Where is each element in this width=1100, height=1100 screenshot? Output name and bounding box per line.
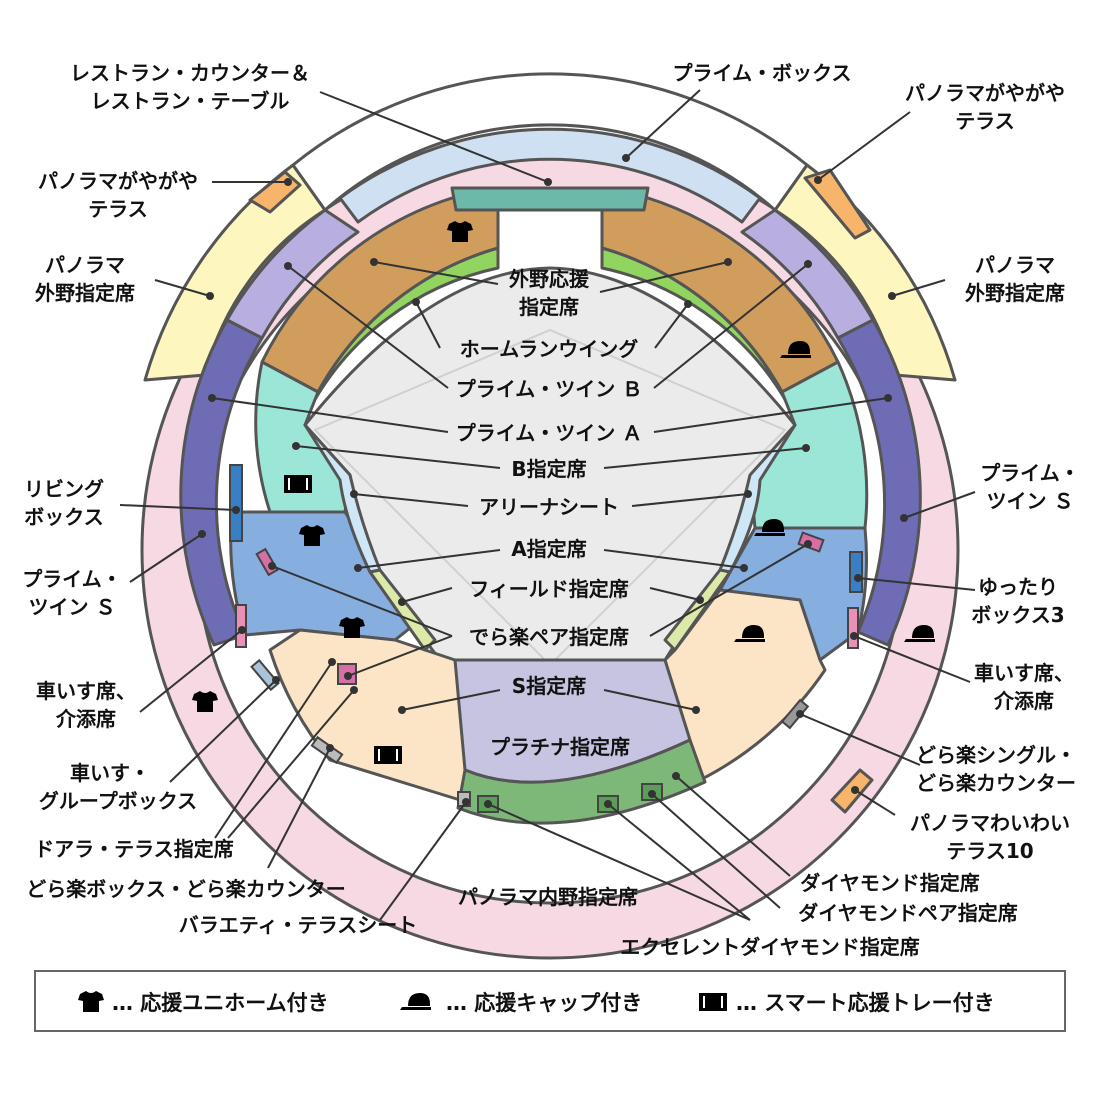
- label-yuttari-l1: ゆったり: [978, 575, 1058, 599]
- label-restaurant-l2: レストラン・テーブル: [91, 89, 290, 113]
- seat-labels: レストラン・カウンター＆ レストラン・テーブル プライム・ボックス パノラマがや…: [22, 61, 1080, 959]
- label-panorama-waiwai-l1: パノラマわいわい: [910, 811, 1070, 835]
- label-panorama-outfield-l-l2: 外野指定席: [35, 281, 135, 305]
- yuttari-box[interactable]: [849, 551, 863, 593]
- label-panorama-outfield-r-l2: 外野指定席: [965, 281, 1065, 305]
- label-panorama-outfield-l-l1: パノラマ: [45, 253, 125, 277]
- prime-twin-s-right[interactable]: [836, 318, 922, 647]
- outer-top-blank: [290, 72, 810, 213]
- label-restaurant-l1: レストラン・カウンター＆: [70, 61, 310, 85]
- legend-text-tray: … スマート応援トレー付き: [736, 991, 995, 1015]
- legend-item-uniform: … 応援ユニホーム付き: [76, 986, 329, 1018]
- label-excellent-diamond: エクセレントダイヤモンド指定席: [620, 935, 919, 959]
- label-prime-twin-s-r-l1: プライム・: [980, 461, 1080, 485]
- tray-icon: [699, 993, 727, 1011]
- label-panorama-terrace-l-l2: テラス: [88, 197, 148, 221]
- label-prime-twin-b: プライム・ツイン Ｂ: [456, 377, 643, 401]
- label-wheelchair-group-l1: 車いす・: [70, 761, 150, 785]
- label-panorama-infield: パノラマ内野指定席: [458, 885, 638, 909]
- label-prime-twin-s-r-l2: ツイン Ｓ: [987, 489, 1074, 513]
- label-prime-twin-s-l-l1: プライム・: [22, 567, 122, 591]
- label-prime-box: プライム・ボックス: [673, 61, 852, 85]
- tray-icon: [374, 746, 402, 764]
- wheelchair-seat-right[interactable]: [847, 607, 859, 649]
- label-b-reserved: B指定席: [511, 457, 586, 481]
- label-variety-terrace: バラエティ・テラスシート: [179, 913, 417, 937]
- label-outfield-support-l1: 外野応援: [509, 267, 590, 291]
- restaurant-counter[interactable]: [450, 186, 650, 212]
- field-reserved-left[interactable]: [368, 568, 437, 652]
- legend-item-tray: … スマート応援トレー付き: [696, 986, 995, 1018]
- label-arena-seat: アリーナシート: [479, 495, 619, 519]
- label-dora-single-l1: どら楽シングル・: [916, 743, 1076, 767]
- label-doara-terrace: ドアラ・テラス指定席: [34, 837, 234, 861]
- label-wheelchair-r-l1: 車いす席、: [974, 661, 1074, 685]
- legend-text-uniform: … 応援ユニホーム付き: [112, 991, 329, 1015]
- legend-item-cap: … 応援キャップ付き: [396, 986, 642, 1018]
- diamond-reserved[interactable]: [456, 738, 707, 825]
- label-platinum: プラチナ指定席: [490, 735, 630, 759]
- label-diamond: ダイヤモンド指定席: [800, 871, 979, 895]
- label-homerun-wing: ホームランウイング: [460, 337, 638, 361]
- label-wheelchair-l-l1: 車いす席、: [36, 679, 136, 703]
- legend-text-cap: … 応援キャップ付き: [446, 991, 643, 1015]
- living-box[interactable]: [229, 464, 243, 542]
- label-diamond-pair: ダイヤモンドペア指定席: [798, 901, 1017, 925]
- label-s-reserved: S指定席: [512, 674, 586, 698]
- prime-box-band[interactable]: [338, 127, 762, 224]
- panorama-terrace-right[interactable]: [803, 168, 872, 240]
- label-panorama-outfield-r-l1: パノラマ: [975, 253, 1055, 277]
- label-wheelchair-r-l2: 介添席: [993, 689, 1054, 713]
- label-panorama-waiwai-l2: テラス10: [946, 839, 1033, 863]
- label-dera-pair: でら楽ペア指定席: [469, 625, 629, 649]
- wheelchair-seat-left[interactable]: [235, 604, 247, 648]
- label-outfield-support-l2: 指定席: [519, 295, 579, 319]
- label-field-reserved: フィールド指定席: [469, 577, 629, 601]
- label-living-box-l2: ボックス: [24, 505, 103, 529]
- wheelchair-group-box[interactable]: [250, 658, 280, 692]
- legend: … 応援ユニホーム付き … 応援キャップ付き … スマート応援トレー付き: [34, 970, 1066, 1032]
- label-panorama-terrace-r-l2: テラス: [955, 109, 1015, 133]
- label-dora-box: どら楽ボックス・どら楽カウンター: [26, 877, 345, 901]
- label-living-box-l1: リビング: [24, 477, 104, 501]
- uniform-icon: [78, 991, 104, 1012]
- label-dora-single-l2: どら楽カウンター: [916, 771, 1076, 795]
- label-a-reserved: A指定席: [511, 537, 586, 561]
- label-wheelchair-l-l2: 介添席: [55, 707, 116, 731]
- s-reserved-right[interactable]: [663, 588, 827, 782]
- label-wheelchair-group-l2: グループボックス: [39, 789, 197, 813]
- label-prime-twin-s-l-l2: ツイン Ｓ: [29, 595, 116, 619]
- label-panorama-terrace-l-l1: パノラマがやがや: [38, 169, 198, 193]
- tray-icon: [284, 475, 312, 493]
- leader-lines: [119, 89, 976, 921]
- label-yuttari-l2: ボックス3: [971, 603, 1064, 627]
- label-panorama-terrace-r-l1: パノラマがやがや: [905, 81, 1065, 105]
- label-prime-twin-a: プライム・ツイン Ａ: [456, 421, 643, 445]
- cap-icon: [400, 993, 431, 1010]
